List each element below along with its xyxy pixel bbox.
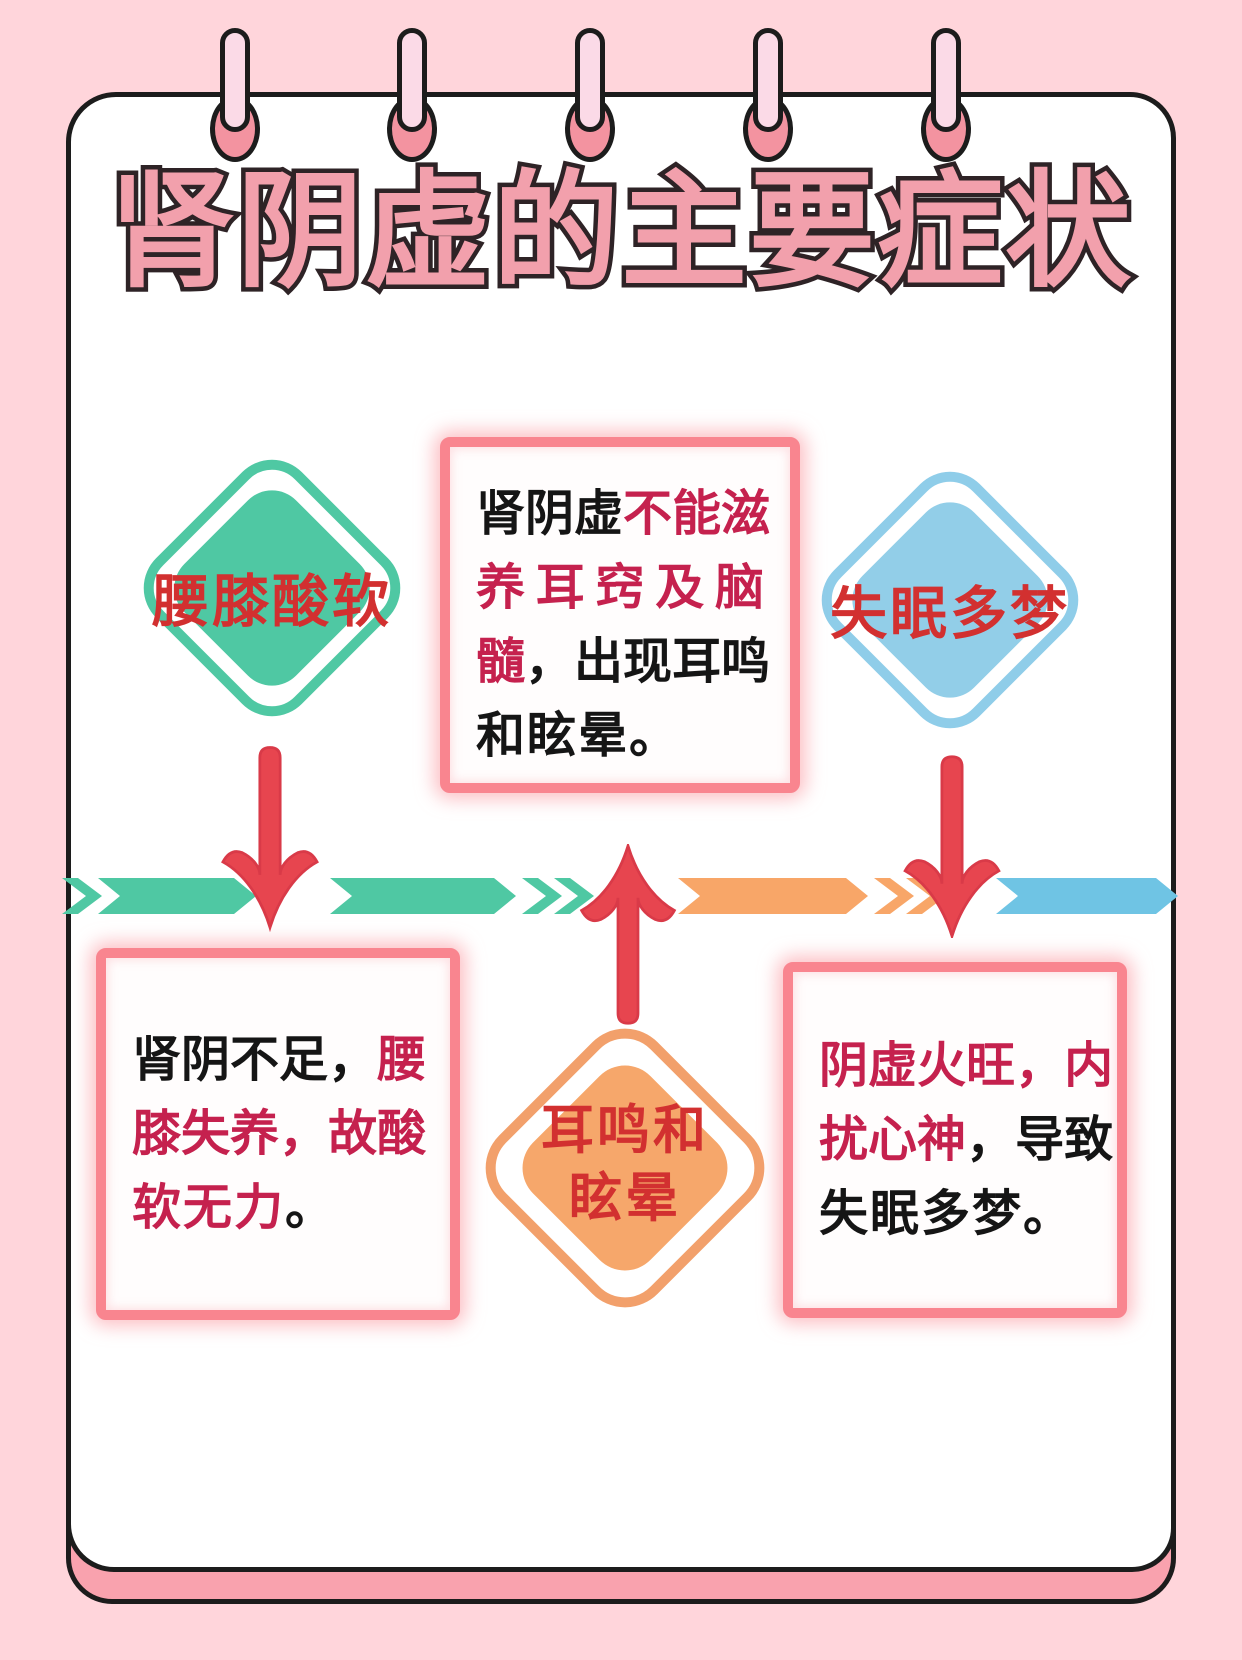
infobox-text-line: 肾阴不足，腰 [132,1033,427,1087]
infobox-waist-knee-cause: 肾阴不足，腰膝失养，故酸软无力。 [96,948,460,1320]
infobox-text-line: 阴虚火旺，内 [819,1039,1114,1093]
infobox-text-line: 软无力。 [132,1181,337,1235]
infobox-text-line: 髓，出现耳鸣 [476,635,771,689]
infobox-insomnia-cause: 阴虚火旺，内扰心神，导致失眠多梦。 [783,962,1127,1318]
pin-bar-icon [931,28,961,132]
pin-bar-icon [753,28,783,132]
pin-bar-icon [220,28,250,132]
diamond-green-label: 腰膝酸软 [152,570,392,634]
infobox-text-line: 肾阴虚不能滋 [476,487,771,541]
infobox-text-line: 膝失养，故酸 [132,1107,427,1161]
notepad-page [66,92,1176,1572]
arrow-down-icon [221,746,319,933]
infobox-text-line: 养耳窍及脑 [476,561,764,615]
diamond-blue-label: 失眠多梦 [830,582,1070,646]
infobox-tinnitus-cause: 肾阴虚不能滋养耳窍及脑髓，出现耳鸣和眩晕。 [440,437,800,793]
page-title: 肾阴虚的主要症状 [105,157,1136,307]
flow-segment-blue [996,878,1178,914]
flow-segment-teal [98,878,256,914]
pin-bar-icon [575,28,605,132]
infobox-text-line: 扰心神，导致 [819,1113,1114,1167]
arrow-up-icon [579,844,677,1025]
infobox-text-line: 和眩晕。 [476,709,681,763]
flow-segment-orange [678,878,868,914]
infobox-text-line: 失眠多梦。 [819,1187,1075,1241]
flow-segment-teal [330,878,516,914]
pin-bar-icon [397,28,427,132]
diamond-orange-label: 耳鸣和 眩晕 [541,1101,709,1228]
arrow-down-icon [903,755,1001,938]
